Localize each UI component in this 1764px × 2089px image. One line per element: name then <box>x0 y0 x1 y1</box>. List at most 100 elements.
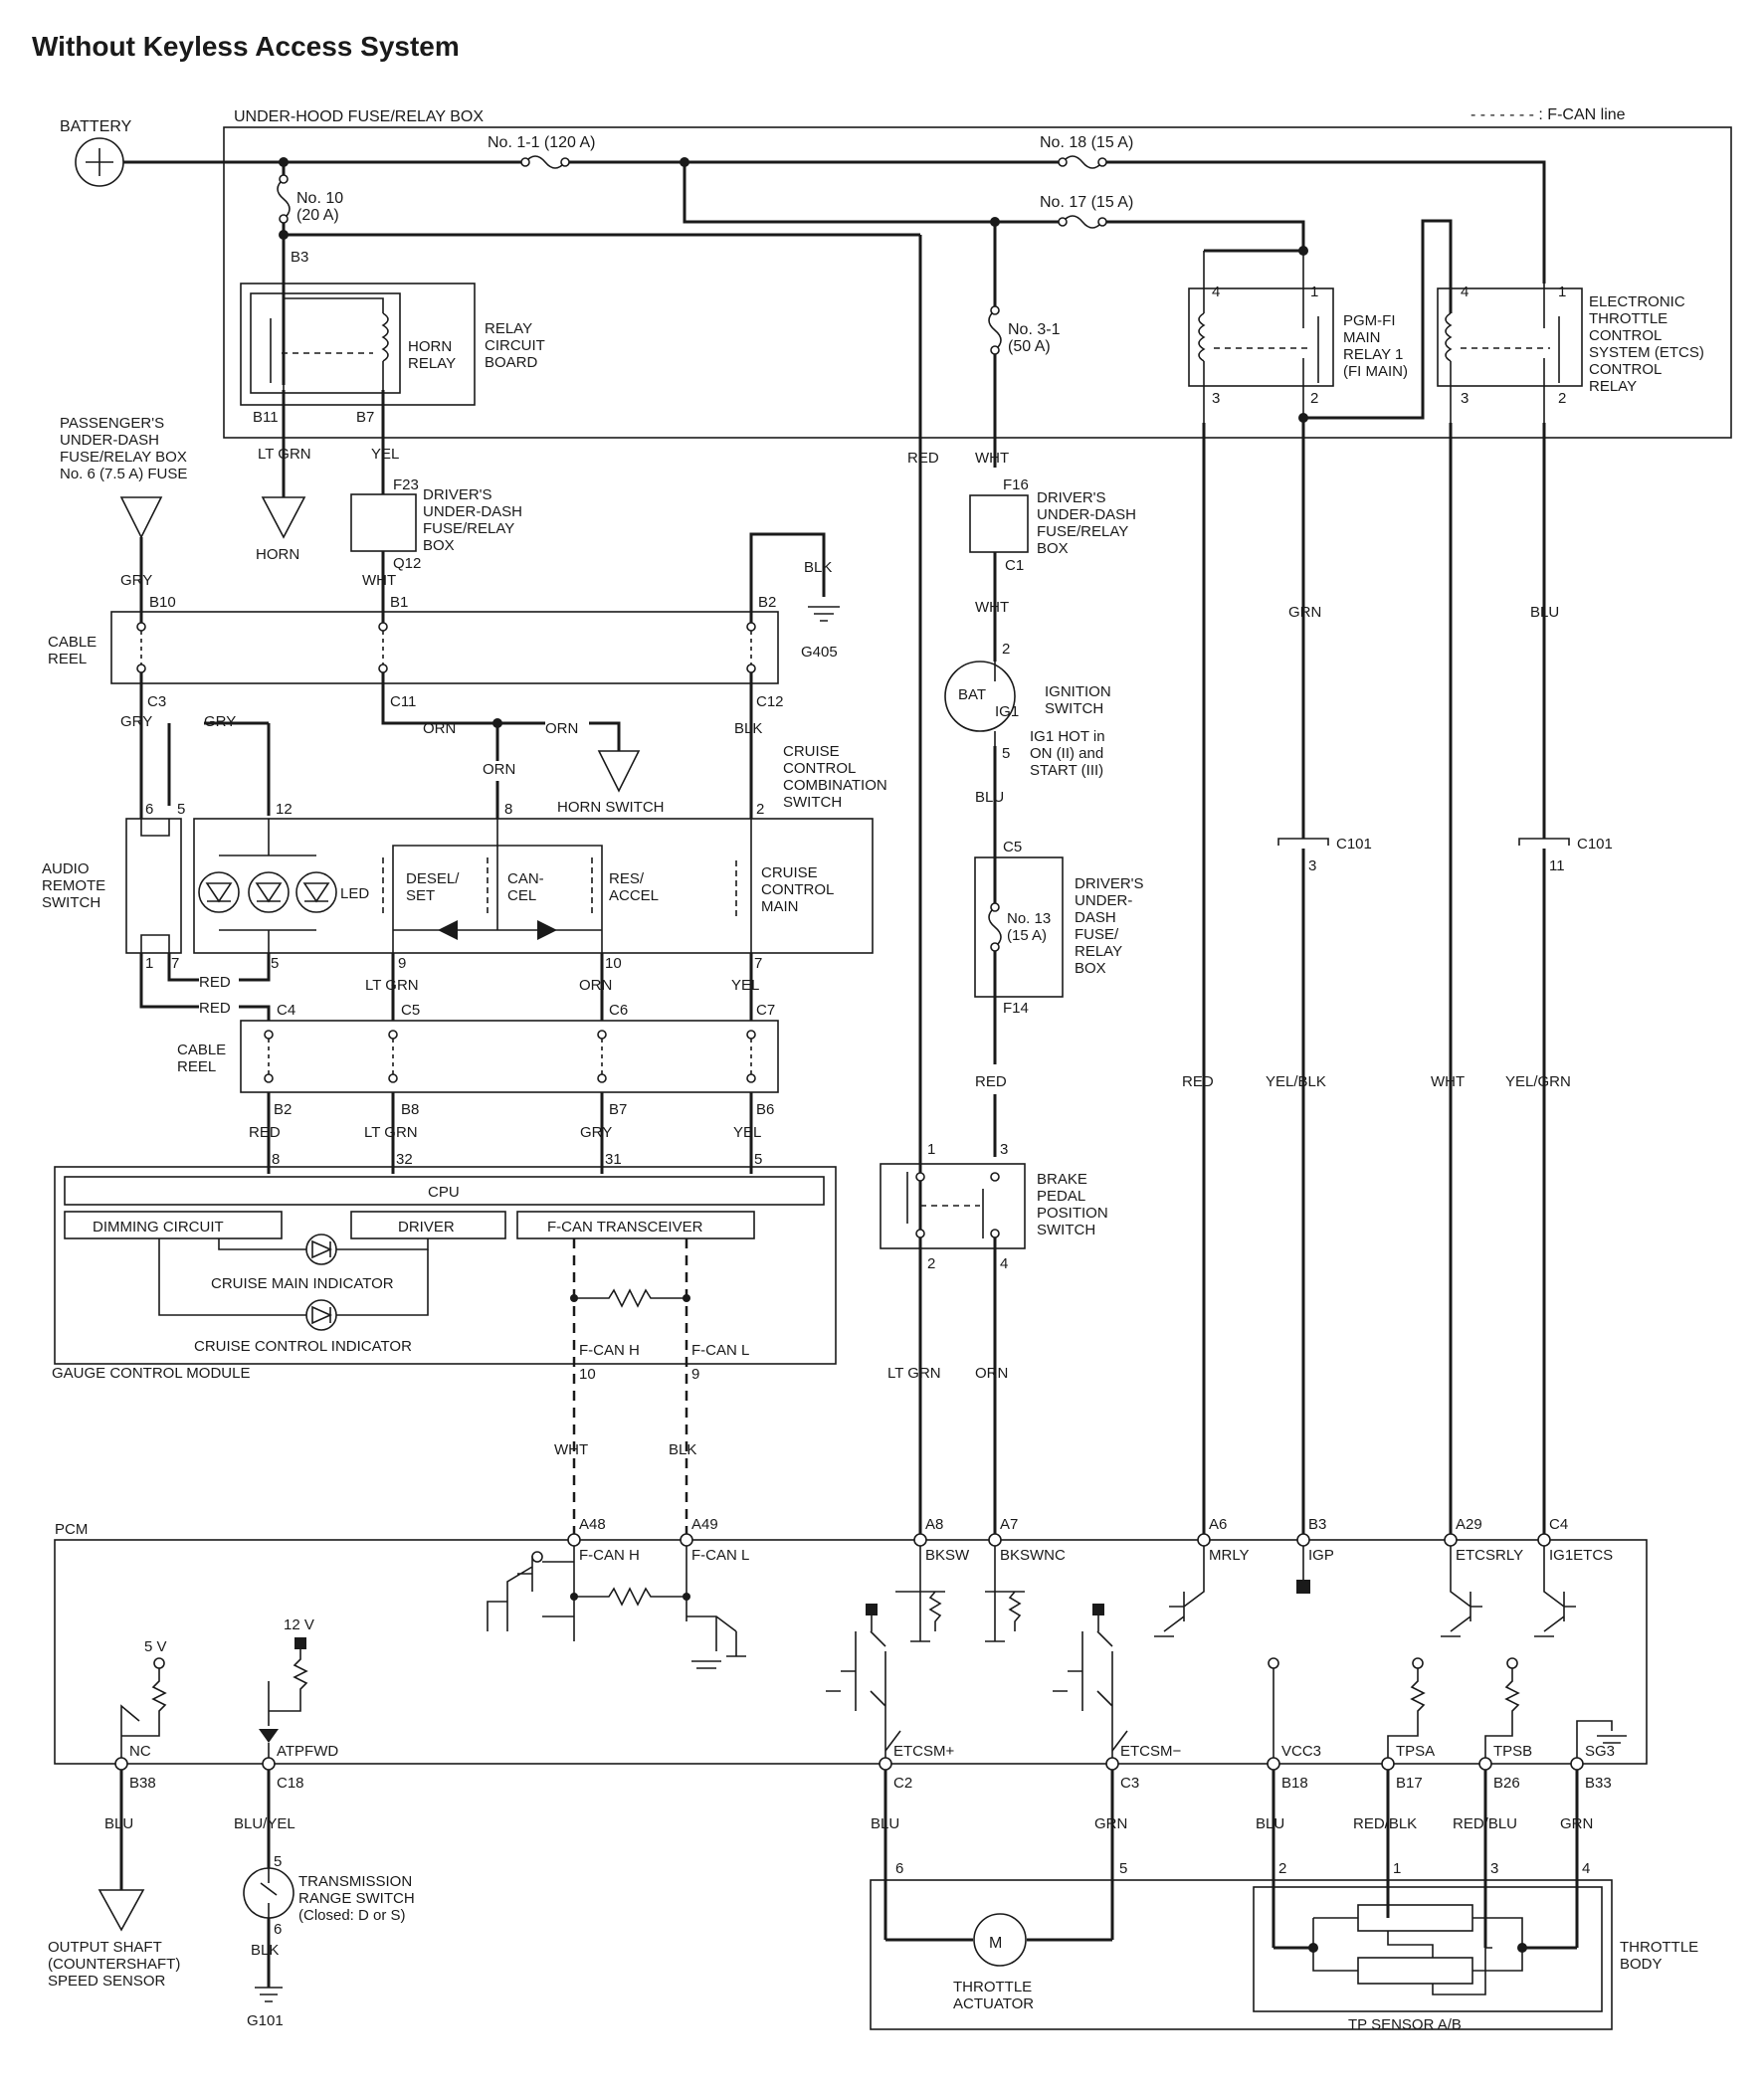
wire-grn-r1: GRN <box>1288 604 1321 621</box>
cpu-block <box>64 1176 825 1206</box>
led-label: LED <box>340 885 369 902</box>
etcs-label-6: RELAY <box>1589 378 1637 395</box>
pgm-fi-label-4: (FI MAIN) <box>1343 363 1408 380</box>
fuse-10-symbol <box>277 178 291 220</box>
drivers-box1-label-1: DRIVER'S <box>423 486 492 503</box>
wire-blu-c2: BLU <box>871 1815 899 1832</box>
tp-sensor-label: TP SENSOR A/B <box>1348 2016 1462 2033</box>
combo-pin-8: 8 <box>504 801 512 818</box>
wire-red-mid-2: RED <box>975 1073 1007 1090</box>
diode-desel <box>438 920 458 940</box>
throttle-actuator-label-1: THROTTLE <box>953 1979 1032 1995</box>
wire-yelgrn: YEL/GRN <box>1505 1073 1571 1090</box>
pcm-module <box>54 1539 1648 1765</box>
fuse-1-1-symbol <box>524 155 566 169</box>
wire-grn-c3: GRN <box>1094 1815 1127 1832</box>
audio-pin-7: 7 <box>171 955 179 972</box>
ign-pin-2: 2 <box>1002 641 1010 658</box>
relay1-coil <box>1198 312 1206 362</box>
ig1-hot-1: IG1 HOT in <box>1030 728 1105 745</box>
pin-f16: F16 <box>1003 476 1029 493</box>
relay-circuit-board <box>240 283 476 406</box>
drivers-box3-label-2: UNDER- <box>1075 892 1132 909</box>
wire-gry-4: GRY <box>580 1124 612 1141</box>
horn-switch-symbol <box>597 750 641 793</box>
wire-wht-fcan: WHT <box>554 1441 588 1458</box>
ign-bat-label: BAT <box>958 686 986 703</box>
wire-red-3: RED <box>249 1124 281 1141</box>
drivers-box2-label-3: FUSE/RELAY <box>1037 523 1128 540</box>
battery-label: BATTERY <box>60 118 132 135</box>
wire-gry-3: GRY <box>204 713 236 730</box>
output-shaft-label-3: SPEED SENSOR <box>48 1973 166 1990</box>
pgm-fi-main-relay <box>1188 287 1334 387</box>
relay2-pin1: 1 <box>1558 284 1566 300</box>
act-pin-6: 6 <box>895 1860 903 1877</box>
pcm-pin-b17: B17 <box>1396 1775 1423 1792</box>
pgm-fi-label-1: PGM-FI <box>1343 312 1396 329</box>
passenger-box-label-2: UNDER-DASH <box>60 432 159 449</box>
drivers-under-dash-box-1 <box>350 493 417 552</box>
ground-g405 <box>808 606 840 622</box>
gauge-fcanl-label: F-CAN L <box>691 1342 749 1359</box>
output-shaft-sensor-symbol <box>98 1889 145 1932</box>
horn-relay-coil <box>381 312 389 362</box>
drivers-box1-label-3: FUSE/RELAY <box>423 520 514 537</box>
brake-pedal-position-switch <box>880 1163 1026 1249</box>
cable-reel-2-label-1: CABLE <box>177 1042 226 1058</box>
relay2-coil <box>1445 312 1453 362</box>
pin-c7: C7 <box>756 1002 775 1019</box>
diode-res <box>537 920 557 940</box>
pin-rb2: B2 <box>274 1101 292 1118</box>
pcm-sig-vcc3: VCC3 <box>1281 1743 1321 1760</box>
pcm-sig-etcsrly: ETCSRLY <box>1456 1547 1523 1564</box>
pcm-pin-c4: C4 <box>1549 1516 1568 1533</box>
fuse-17-label: No. 17 (15 A) <box>1040 194 1133 211</box>
output-shaft-label-1: OUTPUT SHAFT <box>48 1939 162 1956</box>
trs-pin-5: 5 <box>274 1853 282 1870</box>
brake-label-3: POSITION <box>1037 1205 1108 1222</box>
horn-relay-label-1: HORN <box>408 338 452 355</box>
desel-label-1: DESEL/ <box>406 870 460 887</box>
wire-wht-1: WHT <box>362 572 396 589</box>
relay-board-label-3: BOARD <box>485 354 538 371</box>
trs-label-2: RANGE SWITCH <box>298 1890 415 1907</box>
brake-pin-4: 4 <box>1000 1255 1008 1272</box>
combo-pin-10: 10 <box>605 955 622 972</box>
passenger-fuse-source <box>119 496 163 539</box>
audio-remote-label-1: AUDIO <box>42 860 90 877</box>
relay2-pin4: 4 <box>1461 284 1469 300</box>
pin-c3: C3 <box>147 693 166 710</box>
c101-b-label: C101 <box>1577 836 1613 853</box>
etcs-control-relay <box>1437 287 1583 387</box>
pcm-top-pins <box>567 1533 1551 1547</box>
pin-q12: Q12 <box>393 555 421 572</box>
trs-pin-6: 6 <box>274 1921 282 1938</box>
drivers-box3-label-4: FUSE/ <box>1075 926 1119 943</box>
wire-orn-1: ORN <box>423 720 456 737</box>
cruise-control-indicator-label: CRUISE CONTROL INDICATOR <box>194 1338 412 1355</box>
tp-pin-1: 1 <box>1393 1860 1401 1877</box>
relay1-pin1: 1 <box>1310 284 1318 300</box>
wire-yel-2: YEL <box>731 977 759 994</box>
act-pin-5: 5 <box>1119 1860 1127 1877</box>
ground-g101 <box>255 1987 283 2002</box>
wire-ltgrn-horn: LT GRN <box>258 446 311 463</box>
pcm-sig-tpsa: TPSA <box>1396 1743 1435 1760</box>
pcm-pin-a6: A6 <box>1209 1516 1227 1533</box>
wire-red-1: RED <box>199 974 231 991</box>
drivers-box2-label-4: BOX <box>1037 540 1069 557</box>
passenger-box-label-4: No. 6 (7.5 A) FUSE <box>60 466 187 482</box>
passenger-box-label-3: FUSE/RELAY BOX <box>60 449 187 466</box>
pcm-pin-c18: C18 <box>277 1775 304 1792</box>
gauge-pin-32: 32 <box>396 1151 413 1168</box>
pcm-pin-b3: B3 <box>1308 1516 1326 1533</box>
cable-reel-2 <box>240 1020 779 1093</box>
wire-yel-1: YEL <box>371 446 399 463</box>
fcan-transceiver <box>516 1211 755 1239</box>
cruise-main-indicator-label: CRUISE MAIN INDICATOR <box>211 1275 394 1292</box>
pin-c11: C11 <box>390 693 416 710</box>
wire-orn-bkswnc: ORN <box>975 1365 1008 1382</box>
pcm-pin-a49: A49 <box>691 1516 718 1533</box>
